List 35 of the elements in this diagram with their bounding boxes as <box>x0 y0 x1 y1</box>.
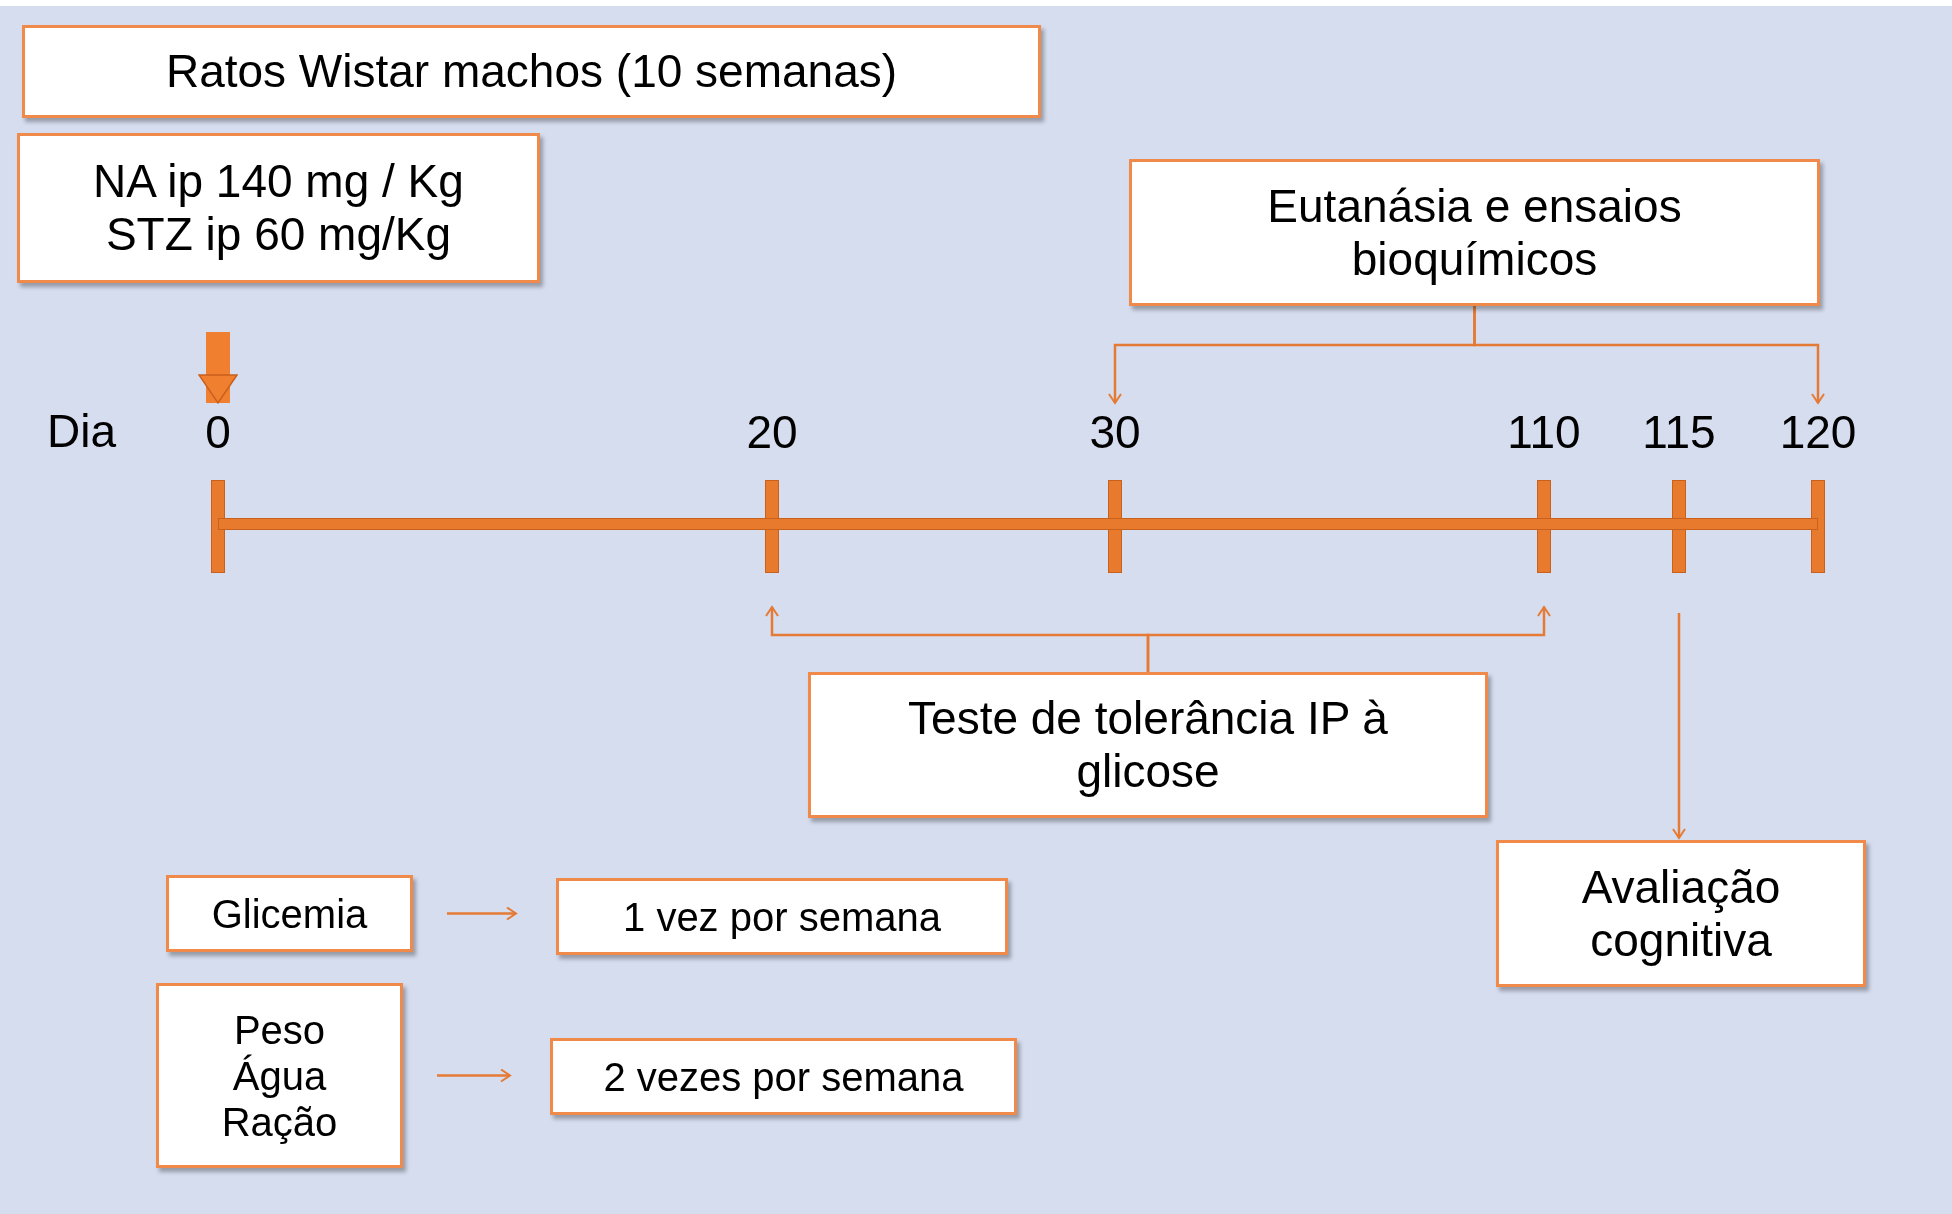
text-box <box>17 133 540 283</box>
arrow <box>447 906 517 921</box>
arrow <box>1146 606 1551 672</box>
box-text: STZ ip 60 mg/Kg <box>105 208 452 261</box>
box-text: Peso <box>233 1006 326 1053</box>
day-number: 20 <box>746 405 798 459</box>
box-text: 2 vezes por semana <box>603 1053 964 1100</box>
box-text: Ratos Wistar machos (10 semanas) <box>165 45 898 98</box>
box-text: 1 vez por semana <box>623 893 941 940</box>
box-text: Avaliação cognitiva <box>1580 860 1782 967</box>
box-text: Ração <box>221 1098 338 1145</box>
box-text: Eutanásia e ensaios bioquímicos <box>1266 179 1683 286</box>
day-number: 115 <box>1642 405 1716 459</box>
arrow <box>1672 613 1686 839</box>
box-text: Água <box>232 1052 327 1099</box>
day-number: 30 <box>1089 405 1141 459</box>
day-number: 0 <box>205 405 231 459</box>
text-box <box>550 1038 1017 1115</box>
arrow <box>437 1068 511 1083</box>
text-box <box>166 875 413 952</box>
text-box <box>808 672 1488 818</box>
day-number: 120 <box>1779 405 1857 459</box>
text-box <box>22 25 1041 118</box>
axis-label: Dia <box>47 404 117 458</box>
box-text: Teste de tolerância IP à glicose <box>907 692 1389 798</box>
block-arrow <box>198 332 238 404</box>
box-text: NA ip 140 mg / Kg <box>93 155 464 208</box>
arrow <box>1473 306 1825 404</box>
box-text: Glicemia <box>211 890 368 937</box>
text-box <box>156 983 403 1168</box>
day-number: 110 <box>1507 405 1581 459</box>
text-box <box>1496 840 1866 987</box>
text-box <box>556 878 1008 955</box>
timeline-bar <box>218 518 1818 530</box>
text-box <box>1129 159 1820 306</box>
